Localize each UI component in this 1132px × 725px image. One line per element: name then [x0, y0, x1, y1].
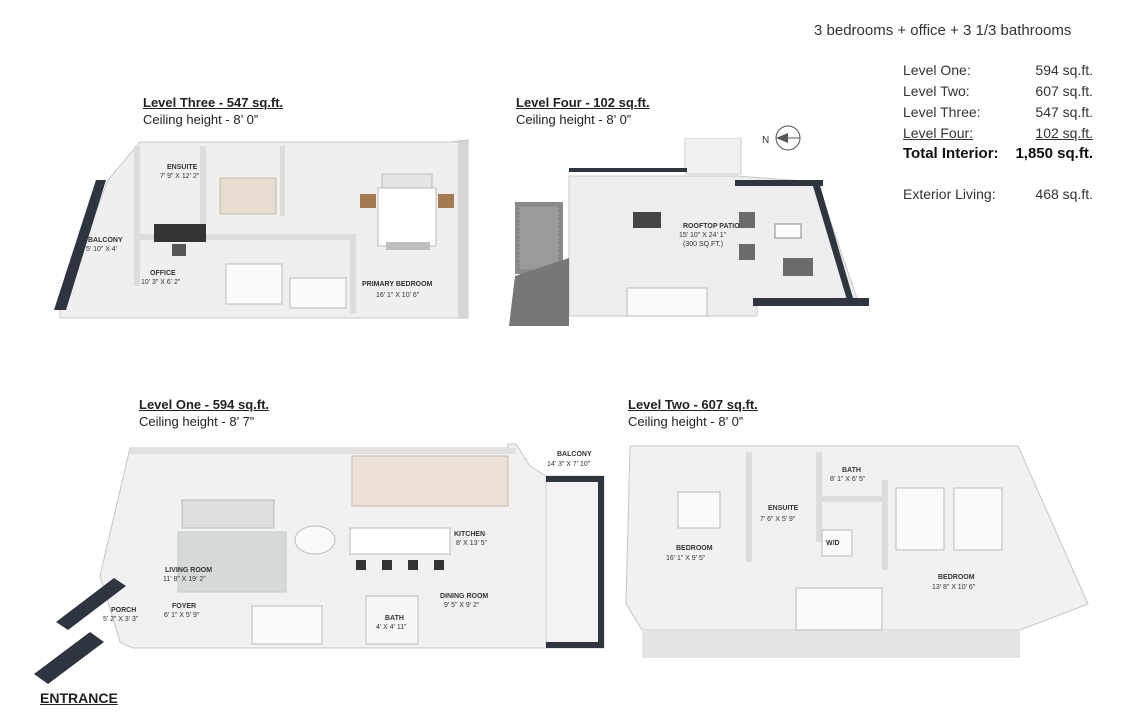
total-value: 1,850 sq.ft. — [1015, 145, 1093, 162]
balcony1-dim: 14’ 3” X 7’ 10” — [547, 461, 591, 468]
rooftop-extra: (300 SQ.FT.) — [683, 241, 723, 248]
level-one-ceiling: Ceiling height - 8’ 7” — [139, 414, 255, 429]
primary-label: PRIMARY BEDROOM — [362, 281, 433, 288]
dining-label: DINING ROOM — [440, 593, 488, 600]
total-label: Total Interior: — [903, 145, 999, 162]
bath1-label: BATH — [385, 615, 404, 622]
ensuite3-label: ENSUITE — [167, 164, 198, 171]
level-two-ceiling: Ceiling height - 8’ 0” — [628, 414, 744, 429]
level-four-plan: ROOFTOP PATIO 15’ 10” X 24’ 1” (300 SQ.F… — [509, 138, 869, 326]
area-value: 594 sq.ft. — [1035, 62, 1093, 78]
balcony3-dim: 5’ 10” X 4’ — [86, 246, 118, 253]
exterior-label: Exterior Living: — [903, 186, 996, 202]
exterior-value: 468 sq.ft. — [1035, 186, 1093, 202]
bath2-dim: 8’ 1” X 6’ 5” — [830, 476, 866, 483]
foyer-label: FOYER — [172, 603, 196, 610]
entrance-label: ENTRANCE — [40, 690, 118, 706]
level-one-title: Level One - 594 sq.ft. — [139, 397, 270, 412]
bedroom2b-dim: 13’ 8” X 10’ 6” — [932, 584, 976, 591]
office-dim: 10’ 3” X 6’ 2” — [141, 279, 181, 286]
level-two-plan: BATH 8’ 1” X 6’ 5” ENSUITE 7’ 6” X 5’ 9”… — [625, 445, 1089, 658]
level-four-ceiling: Ceiling height - 8’ 0” — [516, 112, 632, 127]
ensuite2-dim: 7’ 6” X 5’ 9” — [760, 516, 796, 523]
porch-label: PORCH — [111, 607, 136, 614]
dining-dim: 9’ 5” X 9’ 2” — [444, 602, 480, 609]
balcony3-label: BALCONY — [88, 237, 123, 244]
foyer-dim: 6’ 1” X 5’ 9” — [164, 612, 200, 619]
living-dim: 11’ 8” X 19’ 2” — [163, 576, 206, 583]
area-label: Level One: — [903, 62, 971, 78]
area-label: Level Two: — [903, 83, 970, 99]
level-three-ceiling: Ceiling height - 8’ 0” — [143, 112, 259, 127]
ensuite2-label: ENSUITE — [768, 505, 799, 512]
bath1-dim: 4’ X 4’ 11” — [376, 624, 407, 631]
unit-summary: 3 bedrooms + office + 3 1/3 bathrooms — [814, 22, 1072, 39]
wd-label: W/D — [826, 540, 840, 547]
bedroom2b-label: BEDROOM — [938, 574, 975, 581]
porch-dim: 5’ 2” X 3’ 3” — [103, 616, 139, 623]
area-value: 547 sq.ft. — [1035, 104, 1093, 120]
living-label: LIVING ROOM — [165, 567, 212, 574]
level-three-plan: ENSUITE 7’ 9” X 12’ 2” BALCONY 5’ 10” X … — [54, 139, 469, 319]
rooftop-label: ROOFTOP PATIO — [683, 223, 740, 230]
kitchen-label: KITCHEN — [454, 531, 485, 538]
office-label: OFFICE — [150, 270, 176, 277]
primary-dim: 16’ 1” X 10’ 6” — [376, 292, 420, 299]
bath2-label: BATH — [842, 467, 861, 474]
bedroom2a-dim: 16’ 1” X 9’ 5” — [666, 555, 706, 562]
balcony1-label: BALCONY — [557, 451, 592, 458]
kitchen-dim: 8’ X 13’ 5” — [456, 540, 488, 547]
area-value: 607 sq.ft. — [1035, 83, 1093, 99]
level-four-title: Level Four - 102 sq.ft. — [516, 95, 650, 110]
bedroom2a-label: BEDROOM — [676, 545, 713, 552]
compass-icon: N — [762, 125, 801, 151]
level-one-plan: LIVING ROOM 11’ 8” X 19’ 2” KITCHEN 8’ X… — [34, 443, 605, 684]
area-label: Level Four: — [903, 125, 974, 141]
area-value: 102 sq.ft. — [1035, 125, 1093, 141]
rooftop-dim: 15’ 10” X 24’ 1” — [679, 232, 727, 239]
compass-north-label: N — [762, 135, 769, 146]
level-three-title: Level Three - 547 sq.ft. — [143, 95, 284, 110]
area-label: Level Three: — [903, 104, 981, 120]
level-two-title: Level Two - 607 sq.ft. — [628, 397, 758, 412]
ensuite3-dim: 7’ 9” X 12’ 2” — [160, 173, 200, 180]
